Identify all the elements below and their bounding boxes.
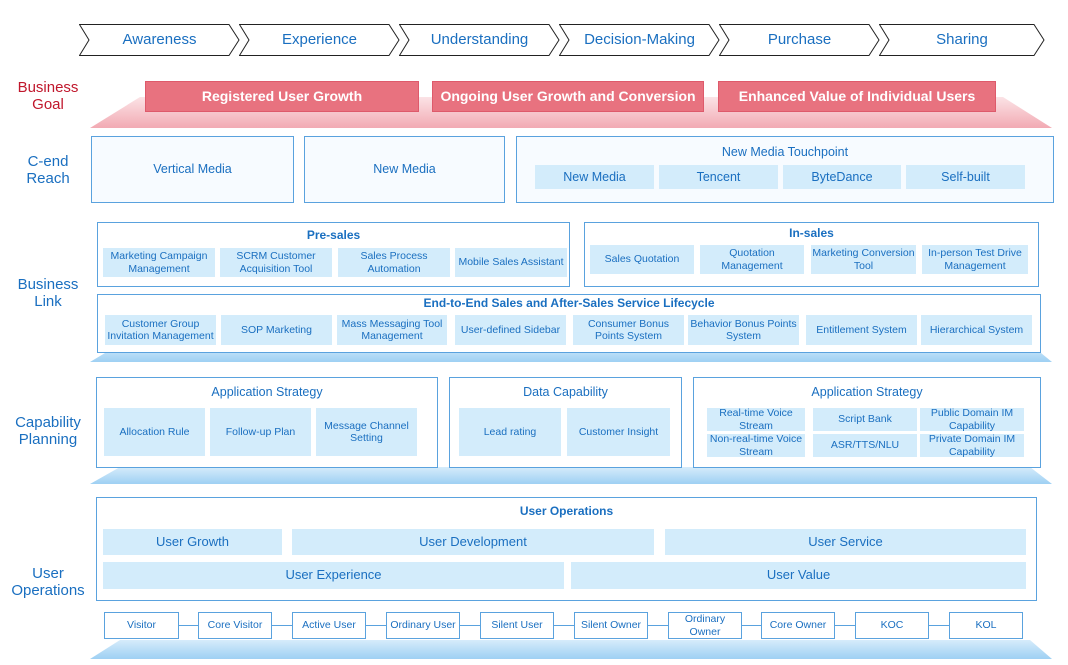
goal-enhanced-user-value: Enhanced Value of Individual Users	[718, 81, 996, 112]
stage-label: Understanding	[430, 31, 529, 49]
capability-platform	[90, 467, 1052, 484]
row-label-capability-planning: Capability Planning	[15, 414, 81, 448]
row-label-user-operations: User Operations	[11, 565, 85, 599]
user-stage-box: Silent User	[480, 612, 554, 639]
data-capability-title: Data Capability	[523, 385, 608, 400]
in-sales-item: Sales Quotation	[590, 245, 694, 274]
stage-decision-making: Decision-Making	[559, 24, 720, 56]
touchpoint-self-built: Self-built	[906, 165, 1025, 189]
capability-item: Follow-up Plan	[210, 408, 311, 456]
lifecycle-item: User-defined Sidebar	[455, 315, 566, 345]
stage-connector	[366, 625, 387, 626]
touchpoint-title: New Media Touchpoint	[721, 144, 849, 159]
lifecycle-item: Consumer Bonus Points System	[573, 315, 684, 345]
user-stage-box: KOL	[949, 612, 1023, 639]
in-sales-item: Marketing Conversion Tool	[811, 245, 916, 274]
stage-connector	[179, 625, 199, 626]
user-operations-title: User Operations	[519, 503, 614, 518]
user-stage-box: Ordinary Owner	[668, 612, 742, 639]
capability-item: ASR/TTS/NLU	[813, 434, 917, 457]
touchpoint-tencent: Tencent	[659, 165, 778, 189]
touchpoint-bytedance: ByteDance	[783, 165, 901, 189]
lifecycle-item: Hierarchical System	[921, 315, 1032, 345]
in-sales-item: Quotation Management	[700, 245, 804, 274]
user-ops-item: User Growth	[103, 529, 282, 555]
capability-item: Non-real-time Voice Stream	[707, 433, 805, 458]
new-media-label: New Media	[373, 162, 436, 177]
lifecycle-item: Entitlement System	[806, 315, 917, 345]
capability-item: Private Domain IM Capability	[920, 433, 1024, 458]
in-sales-title: In-sales	[789, 225, 834, 240]
user-stage-box: Silent Owner	[574, 612, 648, 639]
user-stage-box: Active User	[292, 612, 366, 639]
stage-purchase: Purchase	[719, 24, 880, 56]
stage-connector	[460, 625, 481, 626]
goal-ongoing-growth-conversion: Ongoing User Growth and Conversion	[432, 81, 704, 112]
stage-label: Awareness	[122, 31, 197, 49]
in-sales-item: In-person Test Drive Management	[922, 245, 1028, 274]
capability-item: Public Domain IM Capability	[920, 407, 1024, 432]
row-label-business-link: Business Link	[17, 276, 79, 310]
pre-sales-item: Sales Process Automation	[338, 248, 450, 277]
user-ops-platform	[90, 640, 1052, 659]
pre-sales-item: SCRM Customer Acquisition Tool	[220, 248, 332, 277]
stage-label: Experience	[281, 31, 358, 49]
row-label-c-end-reach: C-end Reach	[26, 153, 70, 187]
capability-item: Allocation Rule	[104, 408, 205, 456]
capability-item: Script Bank	[813, 408, 917, 431]
stage-awareness: Awareness	[79, 24, 240, 56]
vertical-media-box: Vertical Media	[91, 136, 294, 203]
stage-sharing: Sharing	[879, 24, 1045, 56]
stage-understanding: Understanding	[399, 24, 560, 56]
user-ops-item: User Development	[292, 529, 654, 555]
stage-connector	[554, 625, 575, 626]
lifecycle-item: Behavior Bonus Points System	[688, 315, 799, 345]
app-strategy-left-title: Application Strategy	[211, 385, 323, 400]
stage-connector	[648, 625, 669, 626]
user-stage-box: Visitor	[104, 612, 179, 639]
user-ops-item: User Value	[571, 562, 1026, 589]
user-stage-box: Ordinary User	[386, 612, 460, 639]
pre-sales-item: Mobile Sales Assistant	[455, 248, 567, 277]
user-stage-box: Core Owner	[761, 612, 835, 639]
pre-sales-item: Marketing Campaign Management	[103, 248, 215, 277]
user-stage-box: Core Visitor	[198, 612, 272, 639]
lifecycle-title: End-to-End Sales and After-Sales Service…	[423, 296, 715, 311]
app-strategy-right-title: Application Strategy	[811, 385, 923, 400]
user-ops-item: User Experience	[103, 562, 564, 589]
stage-connector	[929, 625, 950, 626]
lifecycle-item: SOP Marketing	[221, 315, 332, 345]
stage-connector	[272, 625, 293, 626]
stage-label: Decision-Making	[584, 31, 695, 49]
lifecycle-item: Mass Messaging Tool Management	[337, 315, 447, 345]
stage-label: Sharing	[936, 31, 988, 49]
stage-connector	[835, 625, 856, 626]
goal-registered-user-growth: Registered User Growth	[145, 81, 419, 112]
lifecycle-item: Customer Group Invitation Management	[105, 315, 216, 345]
touchpoint-new-media: New Media	[535, 165, 654, 189]
capability-item: Customer Insight	[567, 408, 670, 456]
stage-experience: Experience	[239, 24, 400, 56]
stage-label: Purchase	[767, 31, 832, 49]
vertical-media-label: Vertical Media	[153, 162, 232, 177]
pre-sales-title: Pre-sales	[306, 227, 361, 242]
new-media-box: New Media	[304, 136, 505, 203]
stage-connector	[742, 625, 762, 626]
capability-item: Lead rating	[459, 408, 561, 456]
row-label-business-goal: Business Goal	[17, 79, 79, 113]
capability-item: Message Channel Setting	[316, 408, 417, 456]
user-ops-item: User Service	[665, 529, 1026, 555]
capability-item: Real-time Voice Stream	[707, 407, 805, 432]
user-stage-box: KOC	[855, 612, 929, 639]
